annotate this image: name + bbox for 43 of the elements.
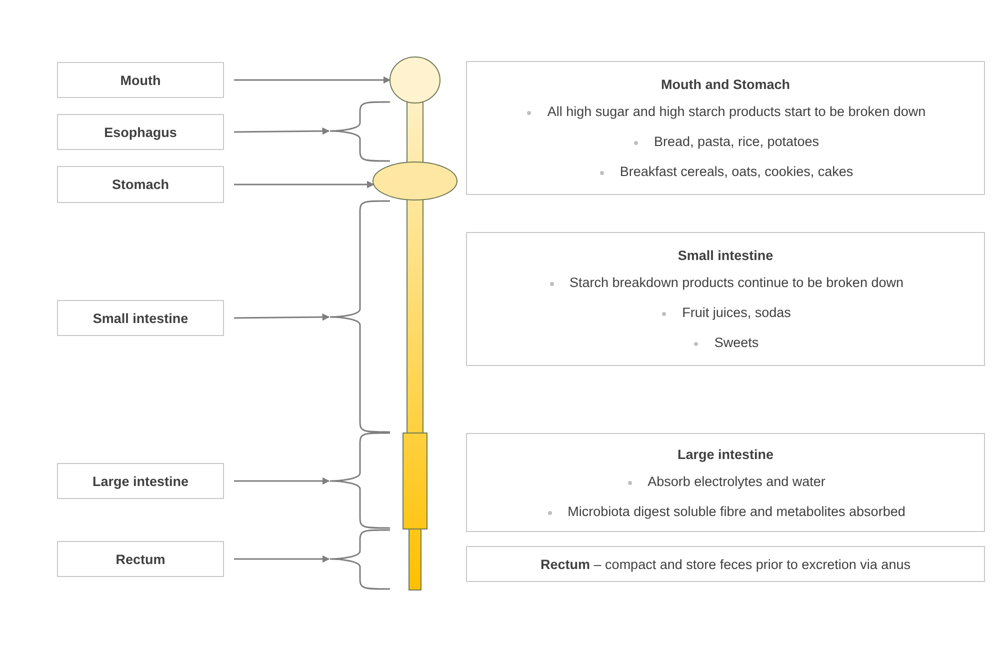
arrow [234,127,330,135]
section-heading: Large intestine [677,446,774,462]
organ-name: Small intestine [92,310,188,326]
mouth-circle [390,56,440,104]
bullet-item: All high sugar and high starch products start to be broken down [525,104,926,119]
arrow [234,313,330,321]
brace [329,432,390,529]
description-text: Rectum – compact and store feces prior to excretion via anus [540,556,910,572]
info-box [466,61,985,195]
organ-label-box [57,62,224,98]
bullet-item: Fruit juices, sodas [660,305,791,320]
organ-name: Rectum [116,552,166,566]
organ-name: Stomach [112,177,169,192]
info-box [466,546,985,582]
organ-label-box [57,541,224,577]
organ-name: Mouth [120,72,161,88]
tract-segment-bar [406,198,424,434]
organ-label-box [57,166,224,203]
organ-label-box [57,463,224,499]
brace [329,200,390,433]
section-heading: Small intestine [678,248,774,263]
bullet-item: Sweets [692,335,759,350]
organ-name: Large intestine [92,474,189,488]
bullet-item: Starch breakdown products continue to be broken down [548,275,904,290]
info-box [466,232,985,366]
section-heading: Mouth and Stomach [661,77,790,92]
stomach-ellipse [372,162,458,200]
brace [329,529,390,590]
brace [329,101,390,162]
bullet-item: Breakfast cereals, oats, cookies, cakes [598,164,854,179]
bullet-item: Bread, pasta, rice, potatoes [632,134,820,149]
organ-label-box [57,114,224,150]
arrow [234,555,330,563]
info-box [466,433,985,532]
tract-segment-bar [402,432,428,530]
arrow [234,180,374,188]
organ-name: Esophagus [104,124,177,140]
bullet-item: Absorb electrolytes and water [626,474,826,488]
arrow [234,477,330,485]
bullet-item: Microbiota digest soluble fibre and metabolites absorbed [546,504,906,518]
organ-label-box [57,300,224,336]
tract-segment-bar [408,528,422,590]
arrow [234,76,391,84]
